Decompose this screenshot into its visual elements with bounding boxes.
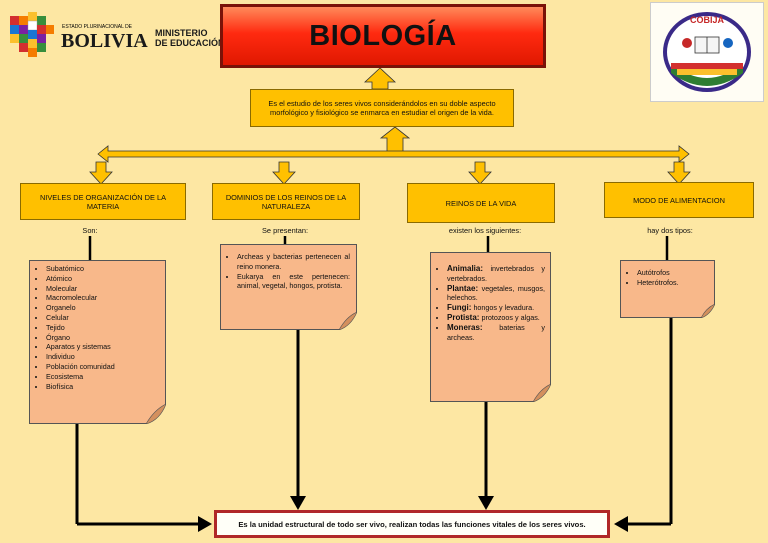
- page-curl-icon: [533, 384, 551, 402]
- kingdoms-list: Animalia: invertebrados y vertebrados. P…: [431, 264, 545, 342]
- list-item: Tejido: [46, 323, 161, 333]
- list-item: Atómico: [46, 274, 161, 284]
- connector-text-4: hay dos tipos:: [647, 226, 693, 235]
- title-box: BIOLOGÍA: [220, 4, 546, 68]
- list-item: Fungi: hongos y levadura.: [447, 303, 545, 313]
- kingdom-desc: hongos y levadura.: [473, 303, 535, 313]
- double-arrow-bar: [97, 145, 690, 163]
- feeding-list: Autótrofos Heterótrofos.: [621, 268, 710, 288]
- levels-list: Subatómico Atómico Molecular Macromolecu…: [30, 264, 161, 391]
- list-item: Aparatos y sistemas: [46, 342, 161, 352]
- list-item: Población comunidad: [46, 362, 161, 372]
- note-alimentacion: Autótrofos Heterótrofos.: [620, 260, 715, 318]
- list-item: Macromolecular: [46, 293, 161, 303]
- list-item: Individuo: [46, 352, 161, 362]
- kingdom-desc: baterias y archeas.: [447, 322, 545, 342]
- list-item: Heterótrofos.: [637, 278, 710, 288]
- school-badge-text: COBIJA: [689, 15, 724, 25]
- category-box-reinos: REINOS DE LA VIDA: [407, 183, 555, 223]
- category-box-dominios: DOMINIOS DE LOS REINOS DE LA NATURALEZA: [212, 183, 360, 220]
- ministry-label: MINISTERIO DE EDUCACIÓN: [155, 28, 225, 48]
- note-dominios: Archeas y bacterias pertenecen al reino …: [220, 244, 357, 330]
- list-item: Moneras: baterias y archeas.: [447, 323, 545, 343]
- connector-text-1: Son:: [82, 226, 98, 235]
- domains-list: Archeas y bacterias pertenecen al reino …: [221, 252, 350, 291]
- list-item: Autótrofos: [637, 268, 710, 278]
- list-item: Biofísica: [46, 382, 161, 392]
- conclusion-text: Es la unidad estructural de todo ser viv…: [238, 519, 586, 529]
- list-item: Animalia: invertebrados y vertebrados.: [447, 264, 545, 284]
- kingdom-term: Moneras:: [447, 322, 483, 332]
- page-curl-icon: [339, 312, 357, 330]
- category-box-niveles: NIVELES DE ORGANIZACIÓN DE LA MATERIA: [20, 183, 186, 220]
- connector-text-3: existen los siguientes:: [448, 226, 522, 235]
- list-item: Ecosistema: [46, 372, 161, 382]
- list-item: Protista: protozoos y algas.: [447, 313, 545, 323]
- kingdom-desc: protozoos y algas.: [481, 312, 540, 322]
- kingdom-term: Animalia:: [447, 264, 484, 273]
- list-item: Órgano: [46, 333, 161, 343]
- kingdom-term: Protista:: [447, 312, 480, 322]
- arrow-up-to-title: [363, 67, 397, 90]
- ministry-line-1: MINISTERIO: [155, 28, 208, 38]
- list-item: Celular: [46, 313, 161, 323]
- conclusion-box: Es la unidad estructural de todo ser viv…: [214, 510, 610, 538]
- arrow-down-1: [89, 161, 113, 185]
- page-curl-icon: [701, 304, 715, 318]
- school-badge: COBIJA: [650, 2, 764, 102]
- list-item: Plantae: vegetales, musgos, helechos.: [447, 284, 545, 304]
- category-label: NIVELES DE ORGANIZACIÓN DE LA MATERIA: [39, 192, 167, 211]
- kingdom-term: Plantae:: [447, 283, 479, 293]
- ministry-line-2: DE EDUCACIÓN: [155, 38, 225, 48]
- page-curl-icon: [146, 404, 166, 424]
- list-item: Eukarya en este pertenecen: animal, vege…: [237, 272, 350, 292]
- bolivia-logo: ESTADO PLURINACIONAL DE BOLIVIA: [6, 10, 148, 60]
- school-emblem-icon: [663, 12, 751, 92]
- wiphala-emblem-icon: [10, 12, 54, 57]
- logo-bolivia: BOLIVIA: [61, 30, 148, 52]
- kingdom-desc: vegetales, musgos, helechos.: [447, 283, 545, 303]
- category-label: DOMINIOS DE LOS REINOS DE LA NATURALEZA: [225, 192, 347, 211]
- list-item: Subatómico: [46, 264, 161, 274]
- connector-text-2: Se presentan:: [261, 226, 309, 235]
- arrow-up-to-definition: [379, 126, 411, 155]
- arrow-down-4: [667, 161, 691, 185]
- definition-text: Es el estudio de los seres vivos conside…: [268, 99, 496, 117]
- definition-box: Es el estudio de los seres vivos conside…: [250, 89, 514, 127]
- category-label: MODO DE ALIMENTACION: [633, 195, 725, 205]
- arrow-down-3: [468, 161, 492, 185]
- list-item: Archeas y bacterias pertenecen al reino …: [237, 252, 350, 272]
- page-title: BIOLOGÍA: [309, 19, 457, 52]
- logo-subtitle: ESTADO PLURINACIONAL DE: [62, 24, 133, 30]
- kingdom-desc: invertebrados y vertebrados.: [447, 264, 545, 283]
- category-box-alimentacion: MODO DE ALIMENTACION: [604, 182, 754, 218]
- kingdom-term: Fungi:: [447, 303, 472, 313]
- list-item: Organelo: [46, 303, 161, 313]
- list-item: Molecular: [46, 284, 161, 294]
- arrow-down-2: [272, 161, 296, 185]
- category-label: REINOS DE LA VIDA: [445, 198, 517, 208]
- note-reinos: Animalia: invertebrados y vertebrados. P…: [430, 252, 551, 402]
- note-niveles: Subatómico Atómico Molecular Macromolecu…: [29, 260, 166, 424]
